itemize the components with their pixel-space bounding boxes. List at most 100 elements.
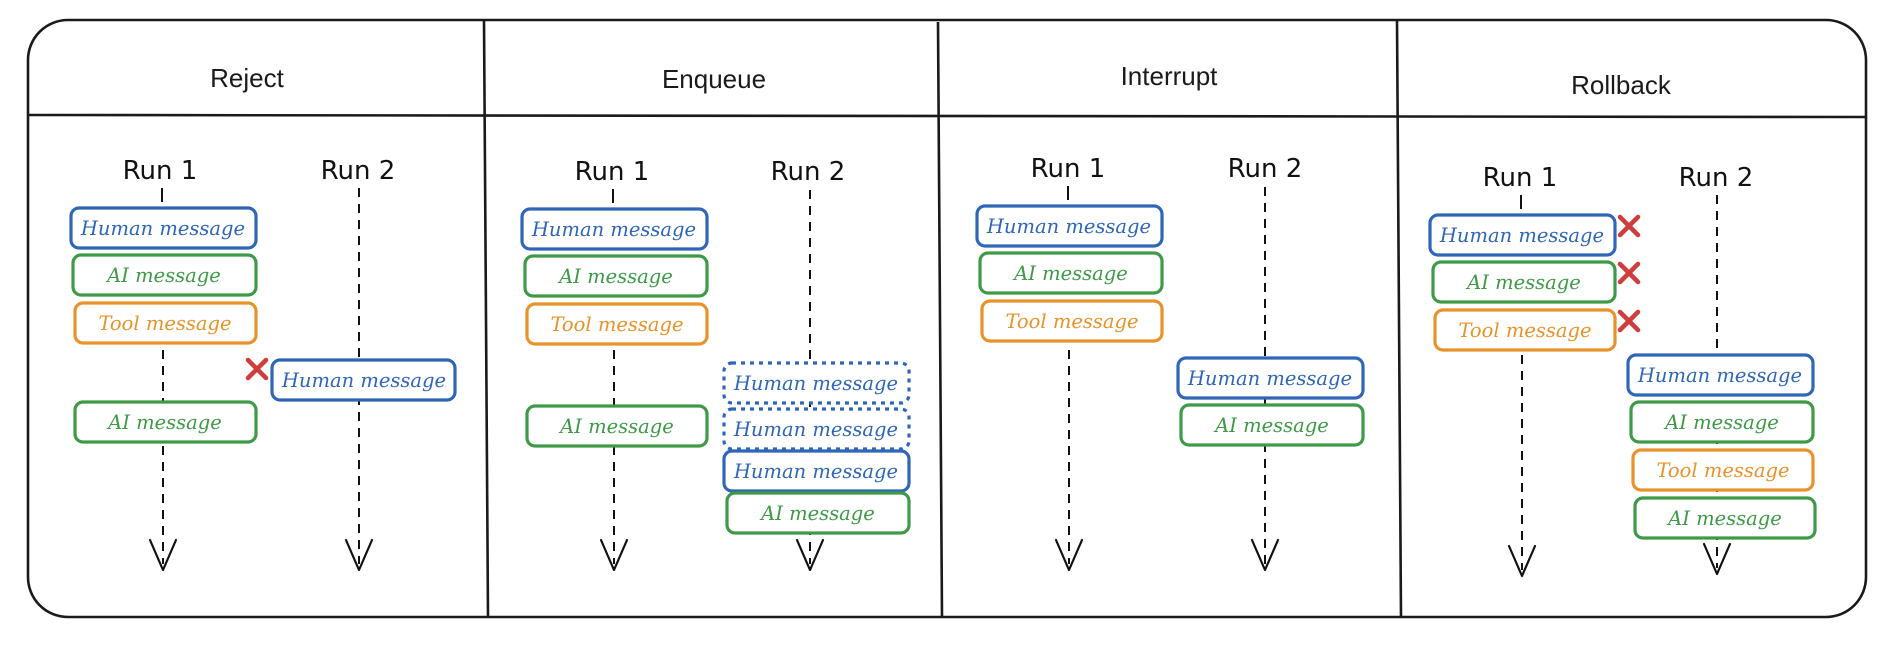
panel-title: Rollback	[1571, 70, 1672, 100]
run2-message: AI message	[1629, 400, 1815, 444]
run1-label: Run 1	[1483, 163, 1558, 193]
run1-message: AI message	[978, 251, 1164, 295]
panel-interrupt: Interrupt Run 1 Run 2 Human message AI m…	[975, 61, 1365, 572]
ai-message-box	[1629, 400, 1815, 444]
run1-arrow-head	[148, 538, 178, 572]
run2-label: Run 2	[1679, 163, 1754, 193]
ai-message-box	[978, 251, 1164, 295]
run2-message: Human message	[1626, 353, 1815, 397]
message-label: Human message	[986, 215, 1151, 238]
panel-rollback: Rollback Run 1 Run 2 Human message AI me…	[1428, 70, 1817, 578]
message-label: AI message	[759, 502, 875, 525]
ai-message-box	[525, 404, 709, 448]
run1-message: Tool message	[73, 301, 258, 345]
column-divider-1	[482, 19, 490, 618]
ai-message-box	[71, 253, 258, 297]
run2-arrow-head	[344, 538, 374, 572]
message-label: AI message	[1666, 507, 1782, 530]
rollback-x-icon	[1617, 309, 1641, 333]
tool-message-box	[73, 301, 258, 345]
header-divider	[27, 113, 1867, 119]
run1-message: Tool message	[980, 299, 1164, 343]
message-label: Tool message	[98, 312, 231, 335]
message-label: Tool message	[550, 313, 683, 336]
run1-message: AI message	[525, 404, 709, 448]
rejected-x-icon	[245, 357, 269, 381]
message-label: Human message	[281, 369, 446, 392]
column-divider-2	[936, 21, 944, 618]
run1-arrow-head	[1507, 544, 1537, 578]
ai-message-box	[73, 400, 258, 444]
run2-message: AI message	[1633, 496, 1817, 540]
run2-message: Human message	[1176, 356, 1365, 400]
panel-title: Enqueue	[662, 64, 766, 94]
human-message-box	[1428, 213, 1617, 257]
tool-message-box	[1433, 308, 1617, 352]
message-label: AI message	[105, 264, 221, 287]
run1-message: AI message	[1431, 260, 1617, 304]
ai-message-box	[1179, 403, 1365, 447]
run2-label: Run 2	[321, 156, 396, 186]
run2-message: Tool message	[1631, 448, 1815, 492]
run1-message: AI message	[73, 400, 258, 444]
message-label: AI message	[1663, 411, 1779, 434]
ai-message-box	[523, 254, 709, 298]
run2-message: AI message	[1179, 403, 1365, 447]
queued-human-message-box	[722, 361, 911, 405]
human-message-box	[69, 206, 258, 250]
run1-message: Human message	[1428, 213, 1617, 257]
diagram-frame	[26, 18, 1868, 619]
ai-message-box	[1633, 496, 1817, 540]
message-label: Human message	[531, 218, 696, 241]
message-label: Human message	[80, 217, 245, 240]
message-label: Human message	[733, 418, 898, 441]
message-label: Human message	[1637, 364, 1802, 387]
message-label: AI message	[106, 411, 222, 434]
panel-title: Interrupt	[1121, 61, 1219, 91]
human-message-box	[1626, 353, 1815, 397]
human-message-box	[270, 358, 457, 402]
panel-enqueue: Enqueue Run 1 Run 2 Human message AI mes…	[520, 64, 911, 572]
run1-message: AI message	[71, 253, 258, 297]
run1-arrow-head	[599, 538, 629, 572]
panel-reject: Reject Run 1 Run 2 Human message AI mess…	[69, 63, 457, 572]
run2-arrow-head	[795, 538, 825, 572]
message-label: Tool message	[1458, 319, 1591, 342]
message-label: AI message	[558, 415, 674, 438]
run2-message: Human message	[722, 407, 911, 451]
human-message-box	[975, 204, 1164, 248]
run1-label: Run 1	[575, 157, 650, 187]
tool-message-box	[980, 299, 1164, 343]
human-message-box	[520, 207, 709, 251]
queued-human-message-box	[722, 407, 911, 451]
ai-message-box	[1431, 260, 1617, 304]
run1-label: Run 1	[1031, 154, 1106, 184]
message-label: Human message	[733, 460, 898, 483]
run2-message: AI message	[725, 491, 911, 535]
human-message-box	[1176, 356, 1365, 400]
tool-message-box	[525, 302, 709, 346]
message-label: Human message	[733, 372, 898, 395]
run2-message: Human message	[722, 449, 911, 493]
run2-arrow-head	[1250, 538, 1280, 572]
message-label: Human message	[1187, 367, 1352, 390]
message-label: AI message	[1213, 414, 1329, 437]
message-label: AI message	[1012, 262, 1128, 285]
column-divider-3	[1395, 19, 1403, 618]
run2-message: Human message	[270, 358, 457, 402]
run1-message: Tool message	[525, 302, 709, 346]
panel-title: Reject	[210, 63, 284, 93]
message-label: Tool message	[1005, 310, 1138, 333]
run2-label: Run 2	[771, 157, 846, 187]
human-message-box	[722, 449, 911, 493]
message-label: AI message	[1465, 271, 1581, 294]
run2-message: Human message	[722, 361, 911, 405]
run1-message: Human message	[69, 206, 258, 250]
run2-arrow-head	[1702, 542, 1732, 576]
message-label: AI message	[557, 265, 673, 288]
tool-message-box	[1631, 448, 1815, 492]
message-label: Tool message	[1656, 459, 1789, 482]
run2-label: Run 2	[1228, 154, 1303, 184]
run1-message: Tool message	[1433, 308, 1617, 352]
ai-message-box	[725, 491, 911, 535]
